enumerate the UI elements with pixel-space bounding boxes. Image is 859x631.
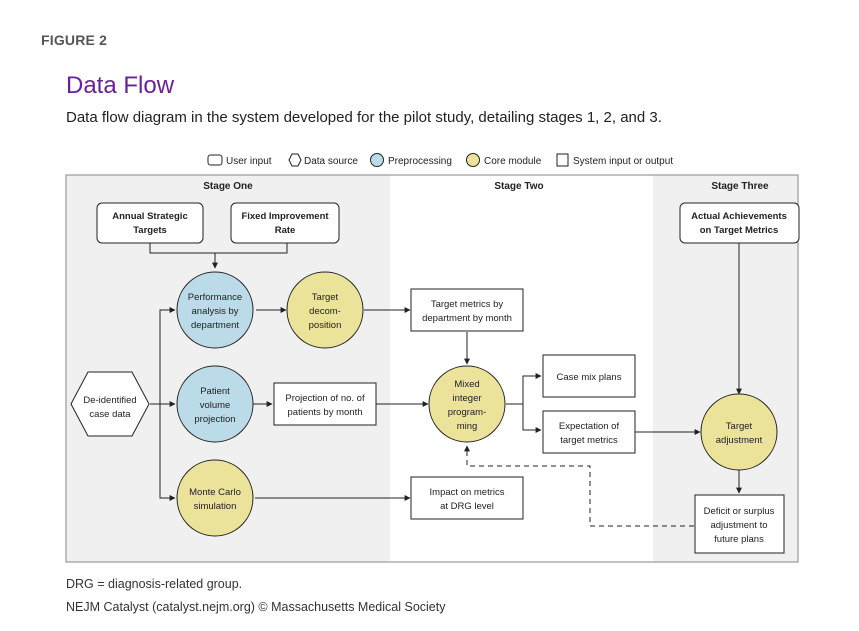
fixed-improvement-rate-node xyxy=(230,202,340,244)
node-label: Deficit or surplus xyxy=(704,506,775,517)
case-mix-plans-node xyxy=(542,354,636,398)
node-label: Target xyxy=(726,421,753,432)
connector xyxy=(506,373,542,405)
stage-one-title: Stage One xyxy=(203,181,253,192)
node-label: Patient xyxy=(200,386,230,397)
impact-drg-node xyxy=(410,476,524,520)
legend-preprocessing-icon xyxy=(370,153,384,167)
node-label: Targets xyxy=(133,225,167,236)
patient-volume-projection-node xyxy=(176,365,254,443)
node-label: adjustment xyxy=(716,435,763,446)
node-label: integer xyxy=(452,393,481,404)
case-data-source-node xyxy=(70,371,150,437)
legend-system-io-icon xyxy=(556,153,569,167)
node-label: Annual Strategic xyxy=(112,211,188,222)
footnote: DRG = diagnosis-related group. xyxy=(66,577,243,591)
legend-data-source-icon xyxy=(288,153,302,167)
target-decomposition-node xyxy=(286,271,364,349)
monte-carlo-node xyxy=(176,459,254,537)
legend-label: System input or output xyxy=(573,156,673,167)
legend: User input Data source Preprocessing Cor… xyxy=(207,153,673,167)
node-label: simulation xyxy=(194,501,237,512)
actual-achievements-node xyxy=(679,202,800,244)
node-label: program- xyxy=(448,407,487,418)
node-label: department by month xyxy=(422,313,512,324)
node-label: Performance xyxy=(188,292,242,303)
node-label: at DRG level xyxy=(440,501,494,512)
legend-user-input-icon xyxy=(207,154,223,166)
node-label: decom- xyxy=(309,306,341,317)
node-label: Target xyxy=(312,292,339,303)
credit-line: NEJM Catalyst (catalyst.nejm.org) © Mass… xyxy=(66,600,446,614)
legend-core-module-icon xyxy=(466,153,480,167)
node-label: on Target Metrics xyxy=(700,225,778,236)
mixed-integer-programming-node xyxy=(428,365,506,443)
node-label: ming xyxy=(457,421,478,432)
performance-analysis-node xyxy=(176,271,254,349)
node-label: Monte Carlo xyxy=(189,487,241,498)
connector xyxy=(159,307,176,404)
figure-title: Data Flow xyxy=(66,72,175,99)
node-label: Case mix plans xyxy=(557,372,622,383)
node-label: adjustment to xyxy=(710,520,767,531)
figure-subtitle: Data flow diagram in the system develope… xyxy=(66,109,662,126)
node-label: position xyxy=(309,320,342,331)
node-label: projection xyxy=(194,414,235,425)
node-label: Actual Achievements xyxy=(691,211,787,222)
connector xyxy=(522,404,542,433)
node-label: Expectation of xyxy=(559,421,620,432)
legend-label: Core module xyxy=(484,156,542,167)
connectors xyxy=(149,243,742,527)
stage-two-title: Stage Two xyxy=(494,181,543,192)
connector xyxy=(159,404,176,501)
node-label: patients by month xyxy=(288,407,363,418)
legend-label: Preprocessing xyxy=(388,156,452,167)
target-adjustment-node xyxy=(700,393,778,471)
legend-label: Data source xyxy=(304,156,358,167)
expectation-target-metrics-node xyxy=(542,410,636,454)
node-label: future plans xyxy=(714,534,764,545)
legend-label: User input xyxy=(226,156,272,167)
annual-strategic-targets-node xyxy=(96,202,204,244)
diagram-frame xyxy=(65,174,799,563)
node-label: analysis by xyxy=(192,306,239,317)
node-label: Projection of no. of xyxy=(285,393,365,404)
stage-three-title: Stage Three xyxy=(711,181,769,192)
node-label: Rate xyxy=(275,225,296,236)
feedback-connector xyxy=(464,445,694,527)
node-label: target metrics xyxy=(560,435,618,446)
deficit-surplus-node xyxy=(694,494,785,554)
node-label: Target metrics by xyxy=(431,299,504,310)
node-label: department xyxy=(191,320,239,331)
node-label: case data xyxy=(89,409,131,420)
projection-patients-node xyxy=(273,382,377,426)
connector xyxy=(149,243,288,254)
node-label: Mixed xyxy=(454,379,479,390)
figure-label: FIGURE 2 xyxy=(41,32,108,48)
node-label: volume xyxy=(200,400,231,411)
node-label: Fixed Improvement xyxy=(241,211,329,222)
node-label: Impact on metrics xyxy=(430,487,505,498)
target-metrics-box-node xyxy=(410,288,524,332)
node-label: De-identified xyxy=(83,395,136,406)
